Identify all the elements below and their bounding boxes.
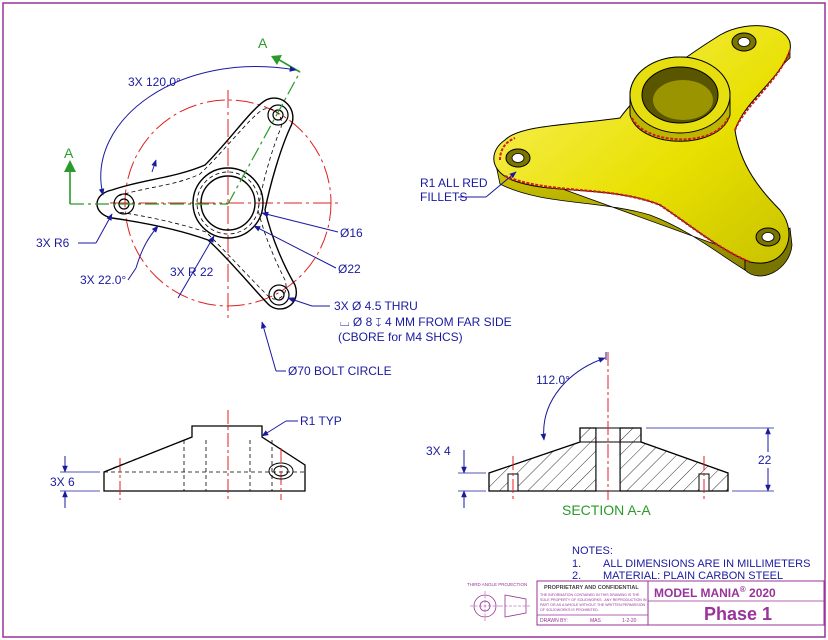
dim-dia-16: Ø16 [340,226,363,240]
section-title: SECTION A-A [562,502,651,518]
dim-dia-22: Ø22 [338,262,361,276]
section-view: 112.0° 3X 4 22 SECTION A-A [426,352,774,518]
dim-thick-4: 3X 4 [426,444,451,458]
front-outline [103,425,306,492]
model-mania-title: MODEL MANIA® 2020 [654,585,776,600]
projection-symbol [470,591,530,621]
note-2-text: MATERIAL: PLAIN CARBON STEEL [603,570,783,582]
dim-bolt-circle: Ø70 BOLT CIRCLE [288,364,392,378]
projection-label: THIRD ANGLE PROJECTION [467,582,527,587]
proprietary-line-2: SOLE PROPERTY OF SOLIDWORKS . ANY REPROD… [540,598,647,602]
dim-radius-22: 3X R 22 [170,265,214,279]
drawn-date: 1-2-20 [622,618,637,624]
proprietary-line-3: PART OR AS A WHOLE WITHOUT THE WRITTEN P… [540,603,646,607]
notes-heading: NOTES: [572,545,613,557]
note-2-num: 2. [572,570,581,582]
front-view: R1 TYP 3X 6 [50,410,342,508]
iso-top-surface [493,25,791,264]
dim-thick-6: 3X 6 [50,475,75,489]
dim-height-22: 22 [758,453,772,467]
isometric-view: R1 ALL RED FILLETS [420,25,793,277]
top-view: A A 3X 120.0° 3X R6 3X 22.0° 3X R 22 Ø16… [36,35,512,378]
dim-radius-6: 3X R6 [36,236,70,250]
fillet-note-line1: R1 ALL RED [420,176,488,190]
drawn-by-value: MAS [590,618,602,624]
proprietary-line-1: THE INFORMATION CONTAINED IN THIS DRAWIN… [540,593,640,597]
title-block: THIRD ANGLE PROJECTION PROPRIETARY AND C… [467,580,825,626]
hole-callout-2: ⌴ Ø 8 ↧ 4 MM FROM FAR SIDE [340,315,512,329]
proprietary-heading: PROPRIETARY AND CONFIDENTIAL [544,585,639,591]
hole-callout-1: 3X Ø 4.5 THRU [334,299,418,313]
note-1-num: 1. [572,558,581,570]
note-1-text: ALL DIMENSIONS ARE IN MILLIMETERS [603,558,810,570]
dim-angle-22: 3X 22.0° [80,273,126,287]
notes: NOTES: 1. ALL DIMENSIONS ARE IN MILLIMET… [572,545,810,582]
dim-r1-typ: R1 TYP [300,414,342,428]
bolt-hole-top [267,104,289,126]
dim-angle-120: 3X 120.0° [128,75,181,89]
drawn-by-label: DRAWN BY: [540,618,568,624]
section-arrow-label-left: A [64,145,74,161]
proprietary-line-4: OF SOLIDWORKS IS PROHIBITED. [540,608,599,612]
bolt-hole-bottom [268,284,290,306]
hole-callout-3: (CBORE for M4 SHCS) [338,330,463,344]
fillet-note-line2: FILLETS [420,190,467,204]
phase-title: Phase 1 [704,604,772,624]
dim-angle-112: 112.0° [536,373,570,387]
section-arrow-label-top: A [258,35,268,51]
